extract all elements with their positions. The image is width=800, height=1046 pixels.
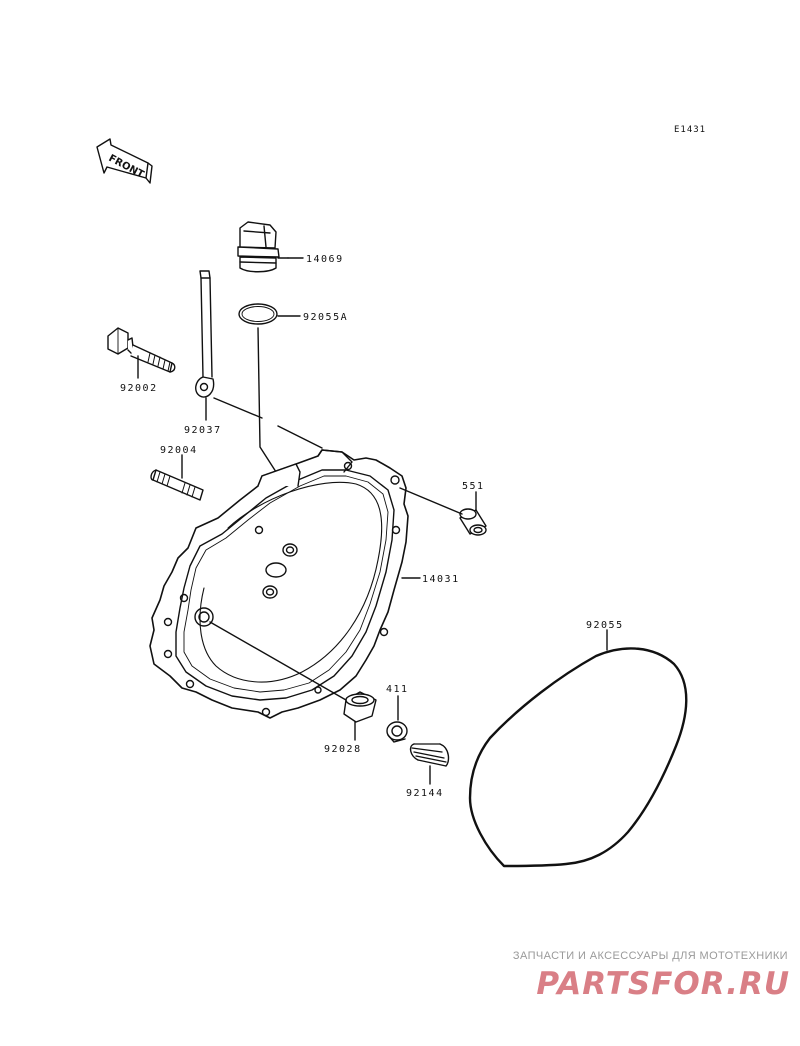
part-label-92004: 92004 (160, 445, 198, 456)
part-label-92028: 92028 (324, 744, 362, 755)
part-label-92144: 92144 (406, 788, 444, 799)
watermark-logo: PARTSFOR.RU (536, 966, 790, 1002)
part-label-551: 551 (462, 481, 485, 492)
collar (386, 721, 408, 743)
flange-bolt (107, 327, 176, 373)
clutch-cover (149, 449, 409, 719)
part-label-14069: 14069 (306, 254, 344, 265)
stud-bolt (150, 469, 204, 501)
dipstick (195, 270, 215, 398)
front-arrow-icon: FRONT (96, 138, 153, 184)
oil-filler-cap (237, 221, 289, 273)
o-ring (238, 303, 278, 325)
part-label-92002: 92002 (120, 383, 158, 394)
dowel-pin (459, 508, 487, 536)
cover-gasket (468, 647, 688, 868)
part-label-411: 411 (386, 684, 409, 695)
part-label-92037: 92037 (184, 425, 222, 436)
spring (409, 743, 450, 767)
part-label-92055: 92055 (586, 620, 624, 631)
part-label-14031: 14031 (422, 574, 460, 585)
figure-code: E1431 (674, 125, 706, 135)
part-label-92055A: 92055A (303, 312, 348, 323)
bushing (343, 691, 377, 723)
watermark-tagline: ЗАПЧАСТИ И АКСЕССУАРЫ ДЛЯ МОТОТЕХНИКИ (512, 950, 788, 962)
